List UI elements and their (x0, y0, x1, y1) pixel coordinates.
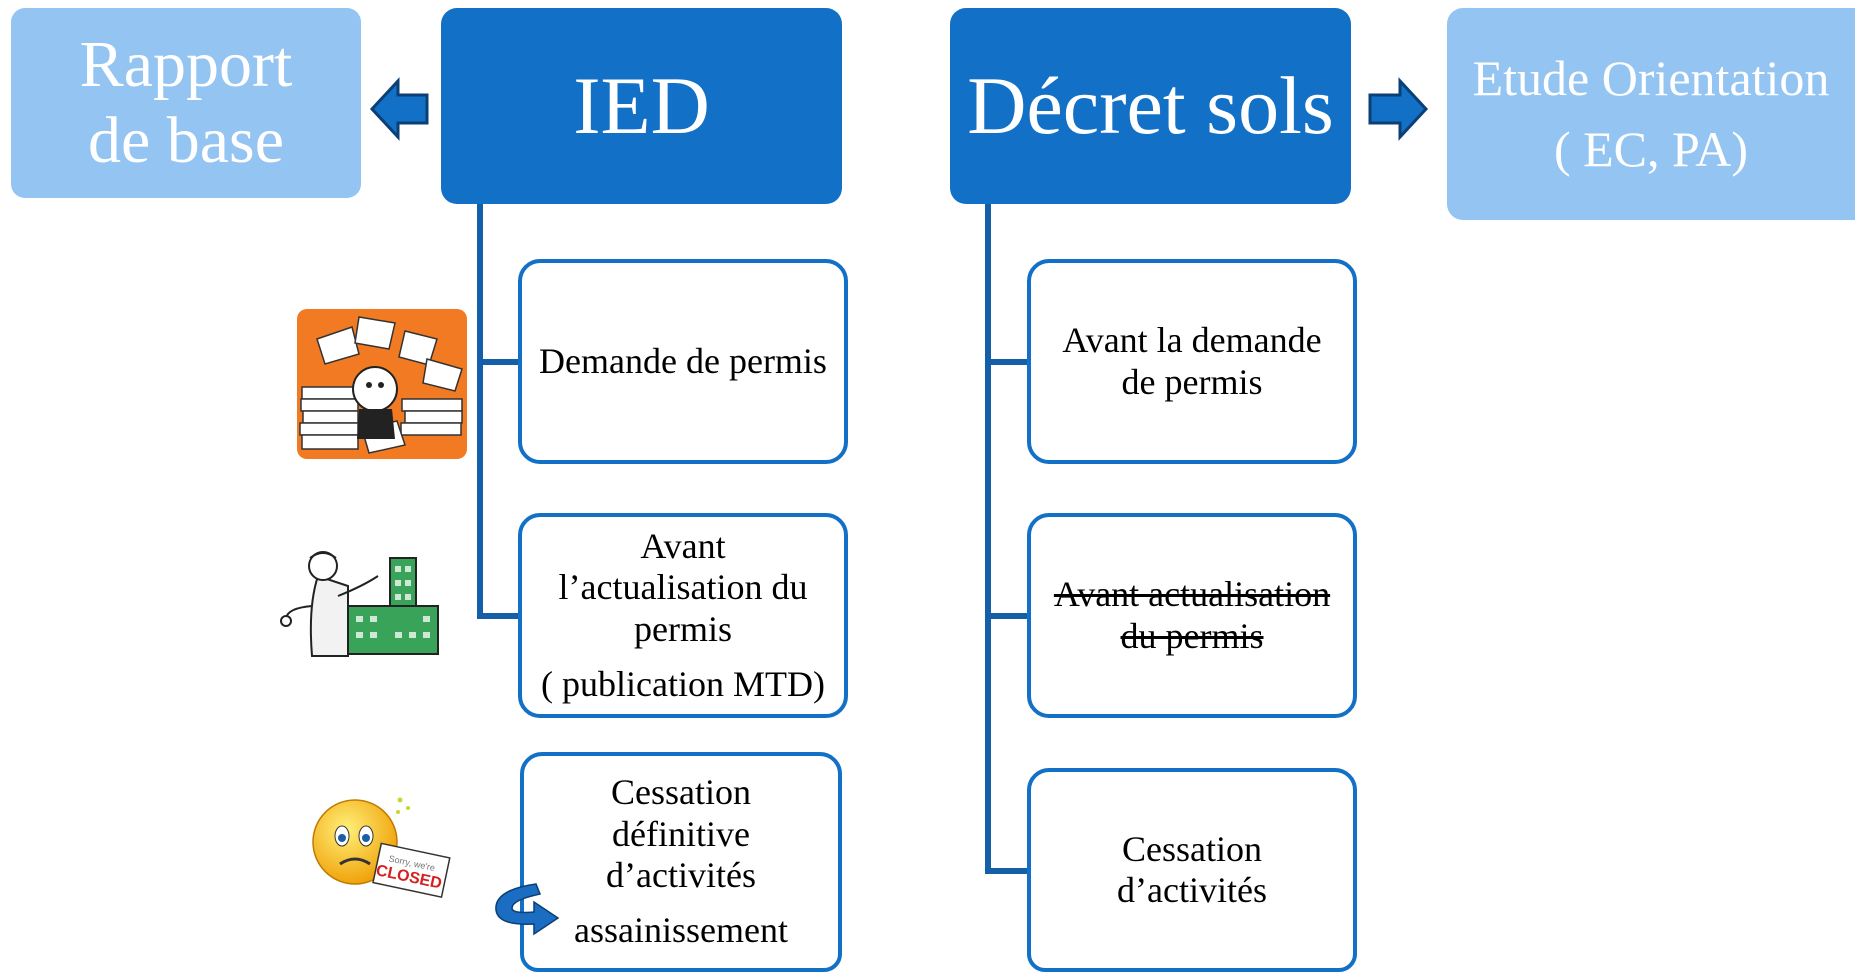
paperwork-icon (297, 309, 467, 459)
decret-branch-1 (985, 359, 1029, 365)
decret-step-actualisation-struck: Avant actualisation du permis (1027, 513, 1357, 718)
decret-step1-line2: de permis (1121, 361, 1263, 402)
doctor-building-icon (280, 551, 439, 657)
decret-step2-line2: du permis (1120, 615, 1264, 656)
ied-vertical-connector (477, 204, 483, 619)
ied-title: IED (573, 59, 710, 151)
ied-step3-extra: assainissement (574, 910, 788, 951)
ied-step-demande-permis: Demande de permis (518, 259, 848, 464)
decret-step1-line1: Avant la demande (1062, 320, 1322, 361)
ied-step-cessation-definitive: Cessation définitive d’activités assaini… (520, 752, 842, 972)
decret-branch-2 (985, 613, 1029, 619)
ied-step2-extra: ( publication MTD) (541, 663, 825, 704)
decret-step-avant-demande: Avant la demande de permis (1027, 259, 1357, 464)
decret-step-cessation: Cessation d’activités (1027, 768, 1357, 972)
decret-branch-3 (985, 868, 1029, 874)
ied-step2-line2: l’actualisation du (558, 567, 808, 608)
ied-step1-line1: Demande de permis (539, 340, 827, 381)
ied-step2-line1: Avant (640, 525, 726, 566)
etude-line1: Etude Orientation (1472, 49, 1830, 106)
ied-branch-2 (477, 613, 521, 619)
ied-step3-line1: Cessation (611, 772, 751, 813)
rapport-de-base-box: Rapport de base (11, 8, 361, 198)
sad-closed-sign-icon: Sorry, we're CLOSED (312, 797, 451, 898)
decret-step2-line1: Avant actualisation (1053, 574, 1331, 615)
ied-step3-line2: définitive (612, 813, 750, 854)
etude-line2: ( EC, PA) (1553, 121, 1749, 177)
decret-step3-line1: Cessation (1122, 828, 1262, 869)
right-arrow-icon (1368, 77, 1429, 141)
curved-arrow-icon (495, 883, 560, 936)
etude-orientation-box: Etude Orientation ( EC, PA) (1447, 8, 1855, 220)
ied-step3-line3: d’activités (606, 855, 756, 895)
decret-title: Décret sols (967, 59, 1334, 151)
decret-vertical-connector (985, 204, 991, 874)
ied-step-actualisation: Avant l’actualisation du permis ( public… (518, 513, 848, 718)
rapport-line2: de base (87, 104, 285, 177)
rapport-line1: Rapport (79, 28, 293, 102)
ied-branch-1 (477, 359, 521, 365)
left-arrow-icon (369, 77, 429, 141)
ied-step2-line3: permis (634, 608, 732, 649)
decret-sols-box: Décret sols (950, 8, 1351, 204)
decret-step3-line2: d’activités (1117, 870, 1267, 910)
ied-box: IED (441, 8, 842, 204)
